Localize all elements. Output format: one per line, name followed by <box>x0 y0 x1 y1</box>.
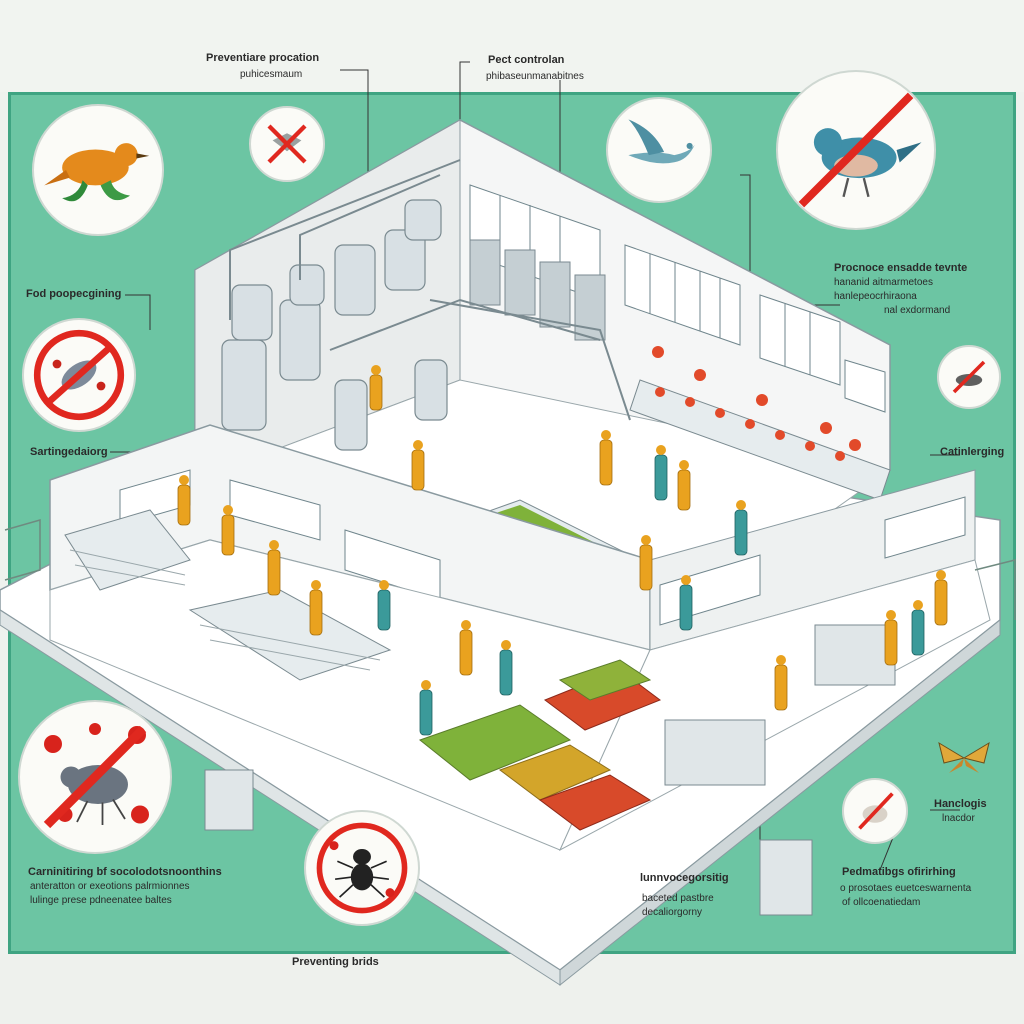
label-top-left-sub: puhicesmaum <box>240 69 303 80</box>
footer-strip <box>0 954 1024 1024</box>
stainless-steel-tanks <box>221 199 448 451</box>
produce-tray-yellow <box>498 744 612 801</box>
label-right-proc-1: Procnoce ensadde tevnte <box>834 262 968 274</box>
label-footer: Preventing brids <box>292 956 379 968</box>
no-flying-insect-icon <box>249 106 325 182</box>
label-bottom-left-3: lulinge prese pdneenatee baltes <box>30 895 172 906</box>
equipment-units <box>204 624 896 916</box>
moth-icon <box>938 741 990 773</box>
label-bottom-right-3: of ollcoenatiedam <box>842 897 921 908</box>
conveyor-produce <box>652 346 861 461</box>
label-bottom-right-1: Pedmatibgs ofirirhing <box>842 866 956 878</box>
label-right-proc-2: hananid aitmarmetoes <box>834 277 933 288</box>
label-top-center-sub: phibaseunmanabitnes <box>486 71 584 82</box>
label-bottom-center-2: baceted pastbre <box>642 893 714 904</box>
produce-tray-green <box>418 704 572 781</box>
flying-bird-icon <box>606 97 712 203</box>
label-bottom-left-2: anteratton or exeotions palrmionnes <box>30 881 190 892</box>
side-railing <box>4 519 1016 620</box>
label-right-hanclogo: Hanclogis <box>934 798 987 810</box>
produce-tray-red <box>538 774 652 831</box>
no-bird-perched-icon <box>842 778 908 844</box>
label-bottom-center-1: lunnvocegorsitig <box>640 872 729 884</box>
no-cockroach-icon <box>22 318 136 432</box>
label-top-left-title: Preventiare procation <box>206 52 320 64</box>
rack-shelves <box>69 549 381 671</box>
no-beetle-icon <box>18 700 172 854</box>
no-rodent-icon <box>937 345 1001 409</box>
label-right-cleaning: Catinlerging <box>940 446 1005 458</box>
label-left-food: Fod poopecgining <box>26 288 122 300</box>
label-bottom-center-3: decaliorgorny <box>642 907 703 918</box>
no-bird-icon <box>776 70 936 230</box>
label-right-proc-4: nal exdormand <box>884 305 951 316</box>
label-right-proc-3: hanlepeocrhiraona <box>834 291 917 302</box>
workers <box>177 365 948 736</box>
label-bottom-left-1: Carninitiring bf socolodotsnoonthins <box>28 866 222 878</box>
label-right-hanclogo-sub: lnacdor <box>942 813 975 824</box>
songbird-icon <box>32 104 164 236</box>
storage-racks <box>64 509 392 681</box>
label-top-center-title: Pect controlan <box>488 54 565 66</box>
label-bottom-right-2: o prosotaes euetceswarnenta <box>840 883 972 894</box>
no-ant-icon <box>304 810 420 926</box>
label-left-sanitation: Sartingedaiorg <box>30 446 108 458</box>
process-piping <box>229 159 631 421</box>
